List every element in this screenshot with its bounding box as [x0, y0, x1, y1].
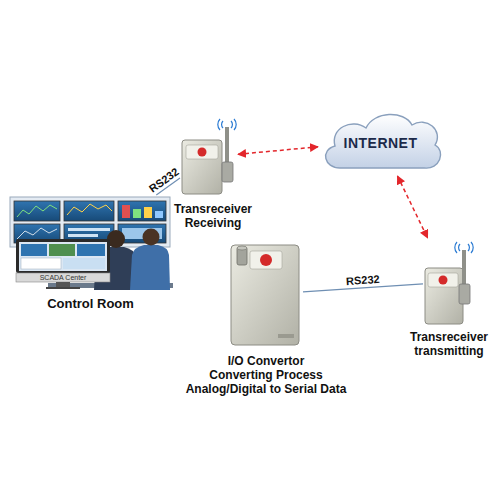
transmitter-node: Transreceiver transmitting: [423, 238, 475, 326]
control-room-node: SCADA CenterControl Room: [8, 195, 173, 290]
transmitter-device: [423, 238, 475, 326]
control-room-illustration: [8, 195, 173, 290]
node-caption: Analog/Digital to Serial Data: [166, 382, 366, 396]
cloud-text: INTERNET: [318, 134, 443, 152]
internet-node: INTERNET: [318, 106, 443, 176]
serial-cable: [156, 178, 180, 195]
node-caption: Transreceiver transmitting: [401, 330, 497, 358]
io-convertor-node: I/O ConvertorConverting ProcessAnalog/Di…: [228, 242, 303, 347]
edge-label: RS232: [146, 165, 180, 194]
node-caption: Transreceiver Receiving: [158, 202, 268, 230]
wireless-link: [238, 147, 318, 155]
serial-cable: [303, 284, 423, 292]
node-caption: Converting Process: [166, 368, 366, 382]
monitor-label: SCADA Center: [16, 274, 110, 282]
node-caption: I/O Convertor: [166, 354, 366, 368]
receiver-node: Transreceiver Receiving: [180, 118, 238, 196]
receiver-device: [180, 118, 238, 196]
node-caption: Control Room: [0, 296, 183, 311]
edge-label: RS232: [345, 273, 379, 287]
wireless-link: [398, 176, 428, 238]
io-convertor-device: [228, 242, 303, 347]
